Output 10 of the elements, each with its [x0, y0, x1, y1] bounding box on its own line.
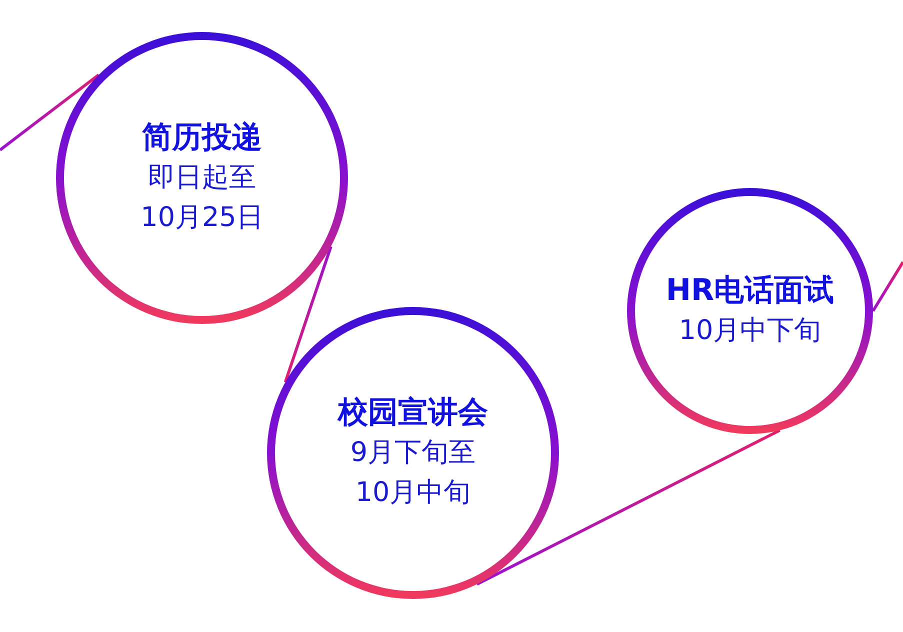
connector-line — [476, 429, 780, 586]
stage-title: 简历投递 — [142, 119, 262, 157]
connector-line — [0, 74, 100, 152]
stage-title: 校园宣讲会 — [338, 394, 488, 432]
connector-line — [284, 246, 332, 383]
stage-date: 9月下旬至10月中旬 — [350, 436, 476, 510]
connector-line — [872, 261, 903, 312]
stage-title: HR电话面试 — [666, 272, 834, 310]
stage-date: 10月中下旬 — [678, 314, 822, 348]
stage-date: 即日起至10月25日 — [140, 161, 264, 235]
